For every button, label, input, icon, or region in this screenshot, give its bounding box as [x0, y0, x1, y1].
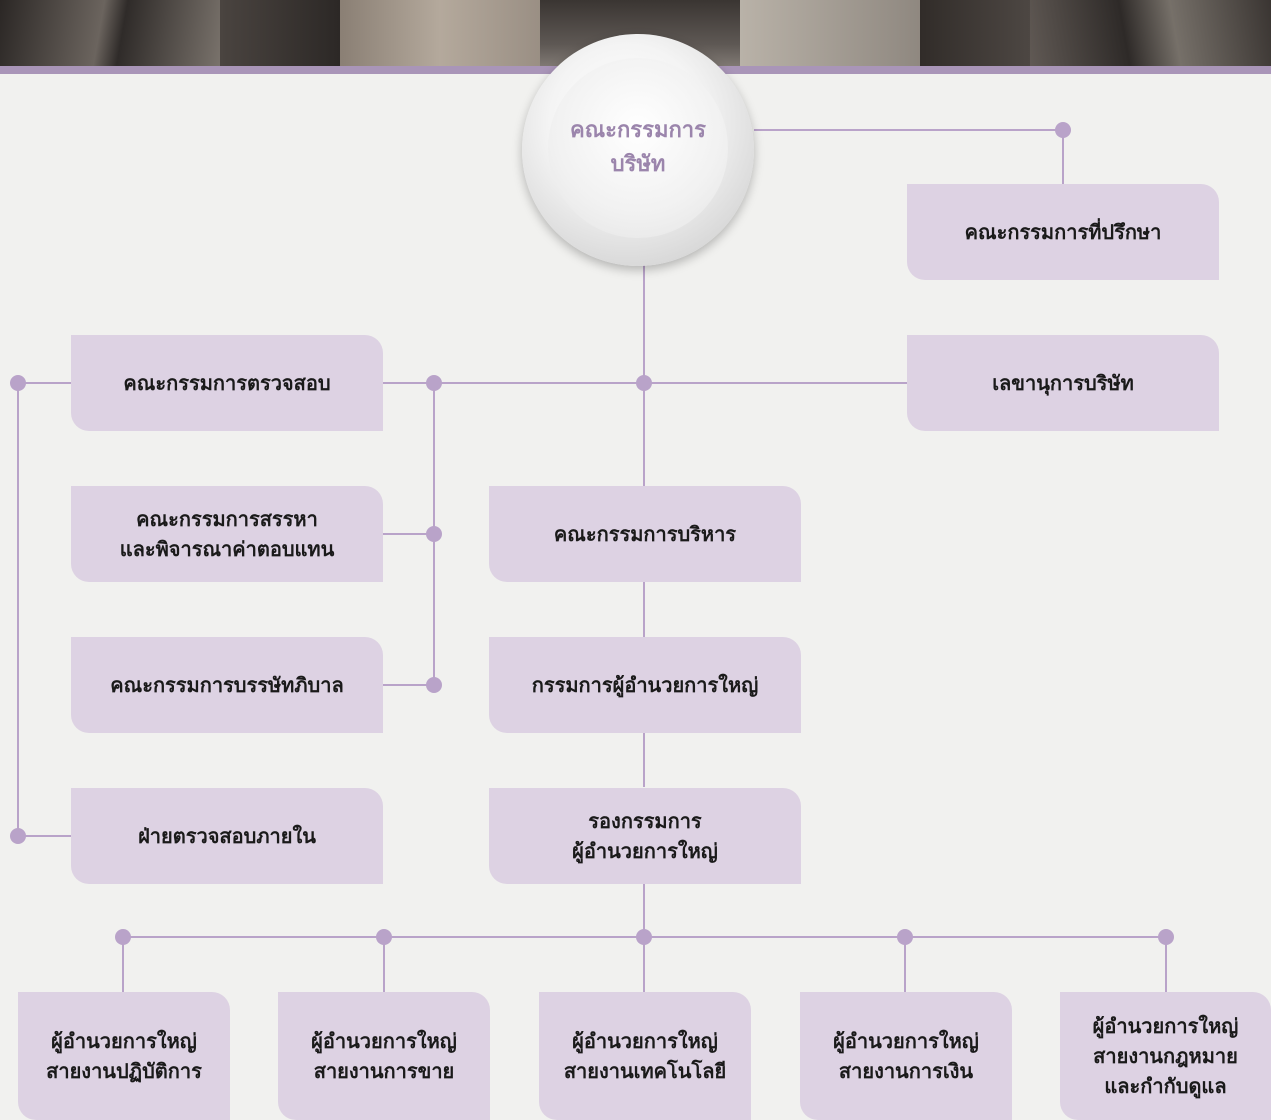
company-secretary-label: เลขานุการบริษัท	[992, 371, 1134, 395]
division-finance-label: ผู้อำนวยการใหญ่ สายงานการเงิน	[833, 1029, 979, 1083]
nomination-committee-label: คณะกรรมการสรรหา และพิจารณาค่าตอบแทน	[119, 507, 335, 561]
internal-audit-label: ฝ่ายตรวจสอบภายใน	[138, 824, 316, 848]
governance-committee-label: คณะกรรมการบรรษัทภิบาล	[110, 673, 344, 697]
division-legal-box: ผู้อำนวยการใหญ่ สายงานกฎหมาย และกำกับดูแ…	[1060, 992, 1271, 1120]
advisory-committee-box: คณะกรรมการที่ปรึกษา	[907, 184, 1219, 280]
audit-committee-label: คณะกรรมการตรวจสอบ	[123, 371, 331, 395]
division-legal-label: ผู้อำนวยการใหญ่ สายงานกฎหมาย และกำกับดูแ…	[1092, 1014, 1239, 1098]
board-label: คณะกรรมการ บริษัท	[570, 118, 706, 177]
nomination-committee-box: คณะกรรมการสรรหา และพิจารณาค่าตอบแทน	[71, 486, 383, 582]
header-photo	[0, 0, 1271, 74]
executive-committee-box: คณะกรรมการบริหาร	[489, 486, 801, 582]
company-secretary-box: เลขานุการบริษัท	[907, 335, 1219, 431]
division-technology-label: ผู้อำนวยการใหญ่ สายงานเทคโนโลยี	[563, 1029, 727, 1083]
ceo-label: กรรมการผู้อำนวยการใหญ่	[531, 673, 759, 697]
division-sales-box: ผู้อำนวยการใหญ่ สายงานการขาย	[278, 992, 490, 1120]
board-node: คณะกรรมการ บริษัท	[548, 58, 728, 238]
audit-committee-box: คณะกรรมการตรวจสอบ	[71, 335, 383, 431]
advisory-committee-label: คณะกรรมการที่ปรึกษา	[964, 220, 1162, 244]
deputy-ceo-label: รองกรรมการ ผู้อำนวยการใหญ่	[572, 809, 718, 863]
executive-committee-label: คณะกรรมการบริหาร	[553, 522, 737, 546]
governance-committee-box: คณะกรรมการบรรษัทภิบาล	[71, 637, 383, 733]
division-finance-box: ผู้อำนวยการใหญ่ สายงานการเงิน	[800, 992, 1012, 1120]
division-operations-box: ผู้อำนวยการใหญ่ สายงานปฏิบัติการ	[18, 992, 230, 1120]
division-operations-label: ผู้อำนวยการใหญ่ สายงานปฏิบัติการ	[46, 1029, 202, 1083]
division-technology-box: ผู้อำนวยการใหญ่ สายงานเทคโนโลยี	[539, 992, 751, 1120]
internal-audit-box: ฝ่ายตรวจสอบภายใน	[71, 788, 383, 884]
ceo-box: กรรมการผู้อำนวยการใหญ่	[489, 637, 801, 733]
division-sales-label: ผู้อำนวยการใหญ่ สายงานการขาย	[311, 1029, 457, 1083]
deputy-ceo-box: รองกรรมการ ผู้อำนวยการใหญ่	[489, 788, 801, 884]
